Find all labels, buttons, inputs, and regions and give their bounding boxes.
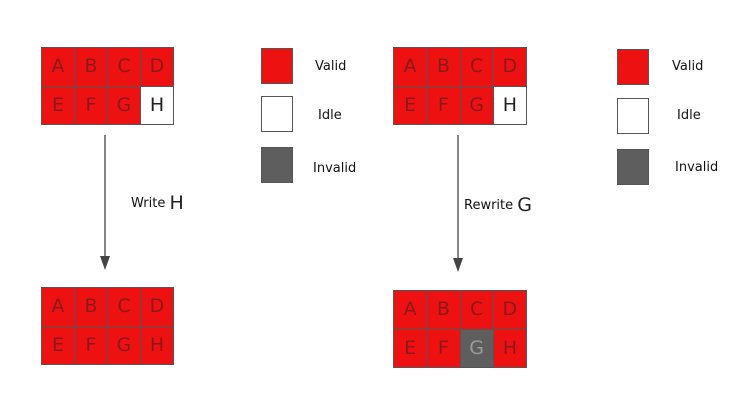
- cell-f: F: [75, 86, 107, 124]
- legend-right-valid-swatch: [617, 49, 649, 85]
- cell-a: A: [42, 48, 74, 86]
- legend-left-invalid-label: Invalid: [313, 161, 357, 176]
- cell-c: C: [108, 48, 140, 86]
- cell-d: D: [493, 48, 526, 86]
- cell-e: E: [394, 86, 427, 124]
- cell-d: D: [493, 291, 526, 329]
- cell-g: G: [108, 326, 140, 364]
- cell-e: E: [42, 86, 74, 124]
- legend-left-idle-label: Idle: [318, 108, 342, 123]
- cell-b: B: [75, 48, 107, 86]
- cell-f: F: [427, 86, 460, 124]
- right-action-target: G: [517, 194, 533, 216]
- legend-right-valid-label: Valid: [672, 59, 704, 74]
- right-action-verb: Rewrite: [464, 198, 514, 213]
- cell-b: B: [75, 288, 107, 326]
- cell-d: D: [141, 48, 173, 86]
- legend-left-valid-label: Valid: [315, 59, 347, 74]
- right-arrow: [453, 135, 463, 272]
- legend-right-idle-label: Idle: [677, 108, 701, 123]
- legend-right-invalid-label: Invalid: [675, 160, 719, 175]
- cell-g: G: [108, 86, 140, 124]
- cell-f: F: [427, 329, 460, 367]
- legend-left-invalid-swatch: [261, 147, 293, 183]
- left-action-target: H: [169, 192, 184, 214]
- right-arrow-label: Rewrite G: [464, 194, 532, 216]
- left-action-verb: Write: [131, 196, 166, 211]
- cell-g: G: [460, 329, 493, 367]
- cell-g: G: [460, 86, 493, 124]
- cell-a: A: [42, 288, 74, 326]
- cell-b: B: [427, 48, 460, 86]
- legend-right-invalid-swatch: [617, 149, 649, 185]
- legend-right-idle-swatch: [617, 98, 649, 134]
- cell-h: H: [493, 86, 526, 124]
- legend-left-idle-swatch: [261, 96, 293, 132]
- cell-h: H: [141, 86, 173, 124]
- cell-c: C: [460, 291, 493, 329]
- cell-c: C: [108, 288, 140, 326]
- cell-b: B: [427, 291, 460, 329]
- cell-h: H: [141, 326, 173, 364]
- cell-e: E: [42, 326, 74, 364]
- cell-d: D: [141, 288, 173, 326]
- cell-c: C: [460, 48, 493, 86]
- left-arrow-head: [100, 256, 110, 270]
- cell-f: F: [75, 326, 107, 364]
- cell-a: A: [394, 48, 427, 86]
- right-arrow-head: [453, 258, 463, 272]
- cell-e: E: [394, 329, 427, 367]
- cell-a: A: [394, 291, 427, 329]
- left-arrow-label: Write H: [131, 192, 184, 214]
- cell-h: H: [493, 329, 526, 367]
- left-arrow: [100, 135, 110, 270]
- legend-left-valid-swatch: [261, 48, 293, 84]
